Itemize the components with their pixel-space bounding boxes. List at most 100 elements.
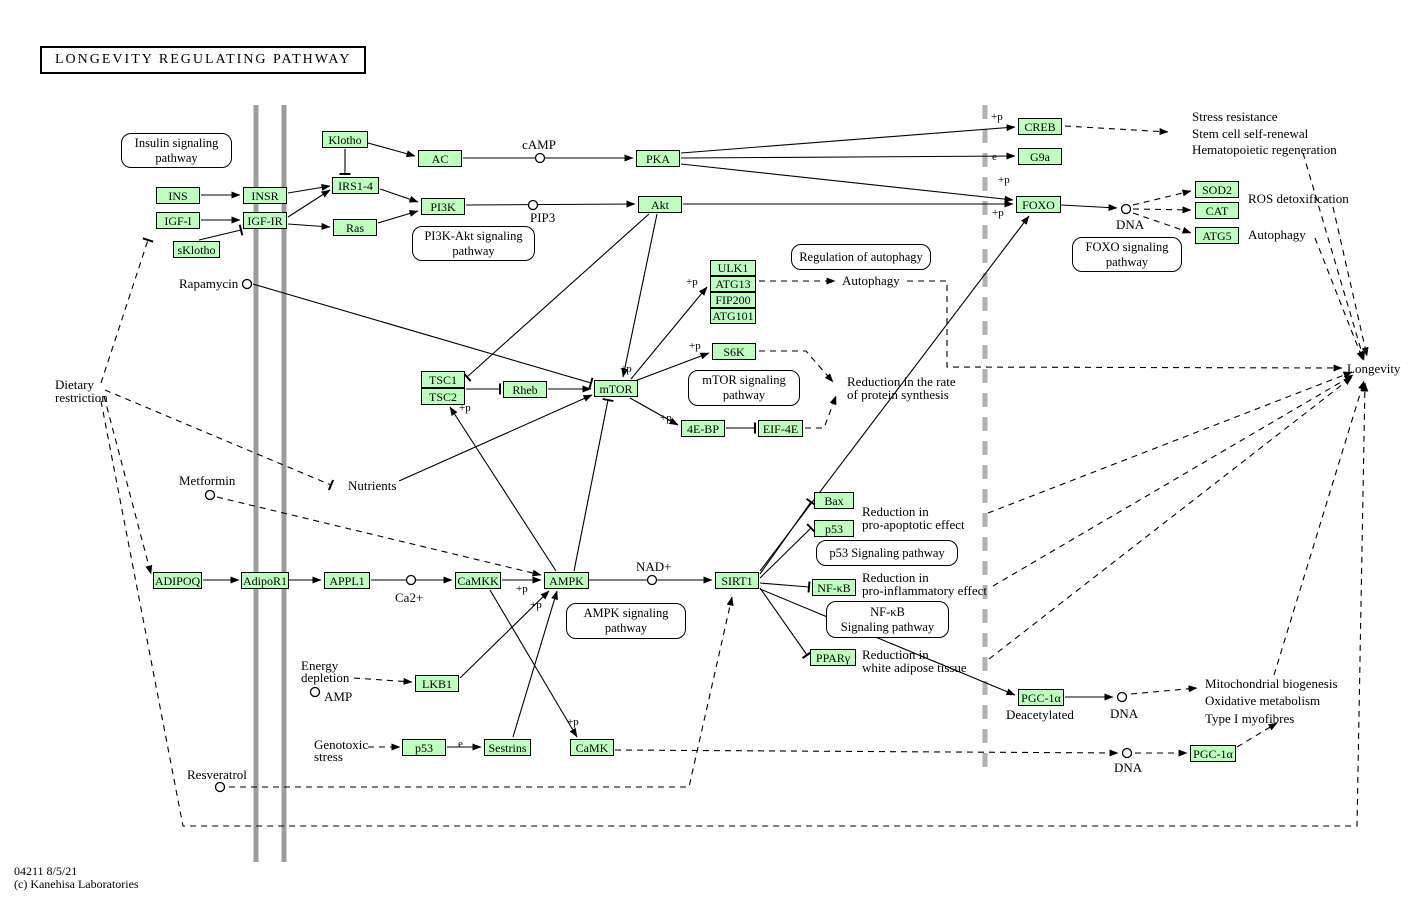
gene-sestrins[interactable]: Sestrins bbox=[484, 739, 531, 756]
gene-s6k[interactable]: S6K bbox=[712, 343, 756, 360]
copyright: (c) Kanehisa Laboratories bbox=[14, 877, 139, 891]
gene-camkk[interactable]: CaMKK bbox=[455, 572, 501, 589]
label-of-protein-synthesis: of protein synthesis bbox=[847, 387, 949, 402]
pathway-link-insulin-signaling[interactable]: Insulin signaling pathway bbox=[121, 133, 232, 168]
gene-sirt1[interactable]: SIRT1 bbox=[715, 572, 759, 589]
label-autophagy: Autophagy bbox=[842, 273, 900, 288]
edge-16-inhibition bbox=[462, 213, 650, 382]
edge-3-arrow bbox=[287, 189, 331, 218]
gene-camk[interactable]: CaMK bbox=[570, 739, 614, 756]
gene-akt[interactable]: Akt bbox=[638, 196, 682, 213]
gene-atg5[interactable]: ATG5 bbox=[1195, 227, 1239, 244]
label-p: +p bbox=[459, 402, 471, 414]
pathway-link-nfkb-signaling[interactable]: NF-κB Signaling pathway bbox=[826, 601, 949, 638]
label-camp: cAMP bbox=[522, 137, 556, 152]
compound-circle-resveratrol[interactable] bbox=[214, 781, 226, 793]
label-dietary: Dietary bbox=[55, 377, 94, 392]
label-reduction-in-the-rate: Reduction in the rate bbox=[847, 374, 956, 389]
label-energy: Energy bbox=[301, 658, 339, 673]
pathway-link-p53-signaling[interactable]: p53 Signaling pathway bbox=[816, 540, 958, 566]
gene-eif-4e[interactable]: EIF-4E bbox=[758, 420, 803, 437]
edge-6-arrow bbox=[377, 210, 419, 224]
gene-p53-nuc[interactable]: p53 bbox=[814, 520, 854, 537]
gene-fip200[interactable]: FIP200 bbox=[710, 292, 756, 308]
pathway-title: LONGEVITY REGULATING PATHWAY bbox=[55, 52, 352, 67]
edge-32-arrow bbox=[512, 590, 558, 738]
gene-g9a[interactable]: G9a bbox=[1018, 148, 1062, 165]
label-e: e bbox=[992, 151, 997, 163]
gene-ac[interactable]: AC bbox=[418, 150, 462, 167]
gene-insr[interactable]: INSR bbox=[243, 187, 287, 204]
edge-36-inhibition bbox=[759, 523, 816, 579]
label-p: +p bbox=[998, 174, 1010, 186]
gene-pi3k[interactable]: PI3K bbox=[421, 198, 465, 215]
gene-nfkb[interactable]: NF-κB bbox=[812, 579, 856, 596]
pathway-link-regulation-autophagy[interactable]: Regulation of autophagy bbox=[791, 244, 931, 270]
edge-13-arrow bbox=[465, 200, 636, 208]
label-stress: stress bbox=[314, 749, 343, 764]
compound-circle-pip3[interactable] bbox=[527, 199, 539, 211]
map-number: 04211 8/5/21 bbox=[14, 864, 78, 878]
label-metformin: Metformin bbox=[179, 473, 236, 488]
label-p: +p bbox=[567, 716, 579, 728]
gene-irs1-4[interactable]: IRS1-4 bbox=[332, 177, 379, 194]
gene-adipor1[interactable]: AdipoR1 bbox=[241, 572, 289, 589]
compound-circle-dna[interactable] bbox=[1120, 203, 1132, 215]
pathway-link-pi3k-akt-signaling[interactable]: PI3K-Akt signaling pathway bbox=[412, 226, 535, 261]
gene-pgc1a[interactable]: PGC-1α bbox=[1190, 745, 1236, 762]
label-type-i-myofibres: Type I myofibres bbox=[1205, 711, 1295, 726]
gene-adipoq[interactable]: ADIPOQ bbox=[153, 572, 202, 589]
label-autophagy: Autophagy bbox=[1248, 227, 1306, 242]
gene-tsc1[interactable]: TSC1 bbox=[421, 371, 465, 388]
edge-7-arrow bbox=[367, 142, 416, 158]
label-dna: DNA bbox=[1114, 760, 1143, 775]
gene-tsc2[interactable]: TSC2 bbox=[421, 388, 465, 405]
pathway-link-ampk-signaling[interactable]: AMPK signaling pathway bbox=[566, 603, 686, 639]
edge-22-arrow bbox=[629, 397, 679, 426]
gene-4e-bp[interactable]: 4E-BP bbox=[681, 420, 725, 437]
gene-igf-ir[interactable]: IGF-IR bbox=[243, 212, 287, 229]
label-e: e bbox=[458, 738, 463, 750]
gene-atg13[interactable]: ATG13 bbox=[710, 276, 756, 292]
gene-igf-i[interactable]: IGF-I bbox=[156, 212, 200, 229]
gene-mtor[interactable]: mTOR bbox=[594, 380, 638, 397]
label-pro-apoptotic-effect: pro-apoptotic effect bbox=[862, 517, 965, 532]
compound-circle-amp[interactable] bbox=[309, 686, 321, 698]
gene-pparg[interactable]: PPARγ bbox=[810, 649, 856, 666]
gene-ulk1[interactable]: ULK1 bbox=[710, 260, 756, 276]
gene-lkb1[interactable]: LKB1 bbox=[415, 675, 459, 692]
compound-circle-rapamycin[interactable] bbox=[241, 278, 253, 290]
gene-ras[interactable]: Ras bbox=[333, 219, 377, 236]
gene-bax[interactable]: Bax bbox=[814, 492, 854, 509]
gene-pgc1a-nuc[interactable]: PGC-1α bbox=[1018, 689, 1064, 706]
gene-sod2[interactable]: SOD2 bbox=[1195, 181, 1239, 198]
compound-circle-camp[interactable] bbox=[534, 152, 546, 164]
label-genotoxic: Genotoxic bbox=[314, 737, 369, 752]
label-reduction-in: Reduction in bbox=[862, 647, 929, 662]
gene-cat[interactable]: CAT bbox=[1195, 202, 1239, 219]
gene-rheb[interactable]: Rheb bbox=[503, 381, 547, 398]
edge-37-inhibition bbox=[759, 581, 811, 593]
gene-ampk[interactable]: AMPK bbox=[544, 572, 589, 589]
gene-appl1[interactable]: APPL1 bbox=[324, 572, 370, 589]
label-stress-resistance: Stress resistance bbox=[1192, 109, 1278, 124]
compound-circle-ca2[interactable] bbox=[405, 574, 417, 586]
pathway-link-mtor-signaling[interactable]: mTOR signaling pathway bbox=[688, 370, 800, 406]
compound-circle-metformin[interactable] bbox=[204, 489, 216, 501]
pathway-link-foxo-signaling[interactable]: FOXO signaling pathway bbox=[1072, 237, 1182, 272]
edge-21-arrow bbox=[634, 352, 710, 382]
compound-circle-nad[interactable] bbox=[646, 574, 658, 586]
compound-circle-dna[interactable] bbox=[1116, 691, 1128, 703]
gene-pka[interactable]: PKA bbox=[636, 150, 680, 167]
gene-foxo[interactable]: FOXO bbox=[1016, 196, 1061, 213]
label-oxidative-metabolism: Oxidative metabolism bbox=[1205, 693, 1321, 708]
gene-ins[interactable]: INS bbox=[156, 187, 200, 204]
gene-p53[interactable]: p53 bbox=[402, 739, 446, 756]
gene-atg101[interactable]: ATG101 bbox=[710, 308, 756, 324]
gene-creb[interactable]: CREB bbox=[1018, 118, 1062, 135]
compound-circle-dna[interactable] bbox=[1121, 747, 1133, 759]
gene-sklotho[interactable]: sKlotho bbox=[173, 241, 220, 258]
gene-klotho[interactable]: Klotho bbox=[322, 131, 368, 148]
edge-51-arrow bbox=[1132, 189, 1192, 206]
